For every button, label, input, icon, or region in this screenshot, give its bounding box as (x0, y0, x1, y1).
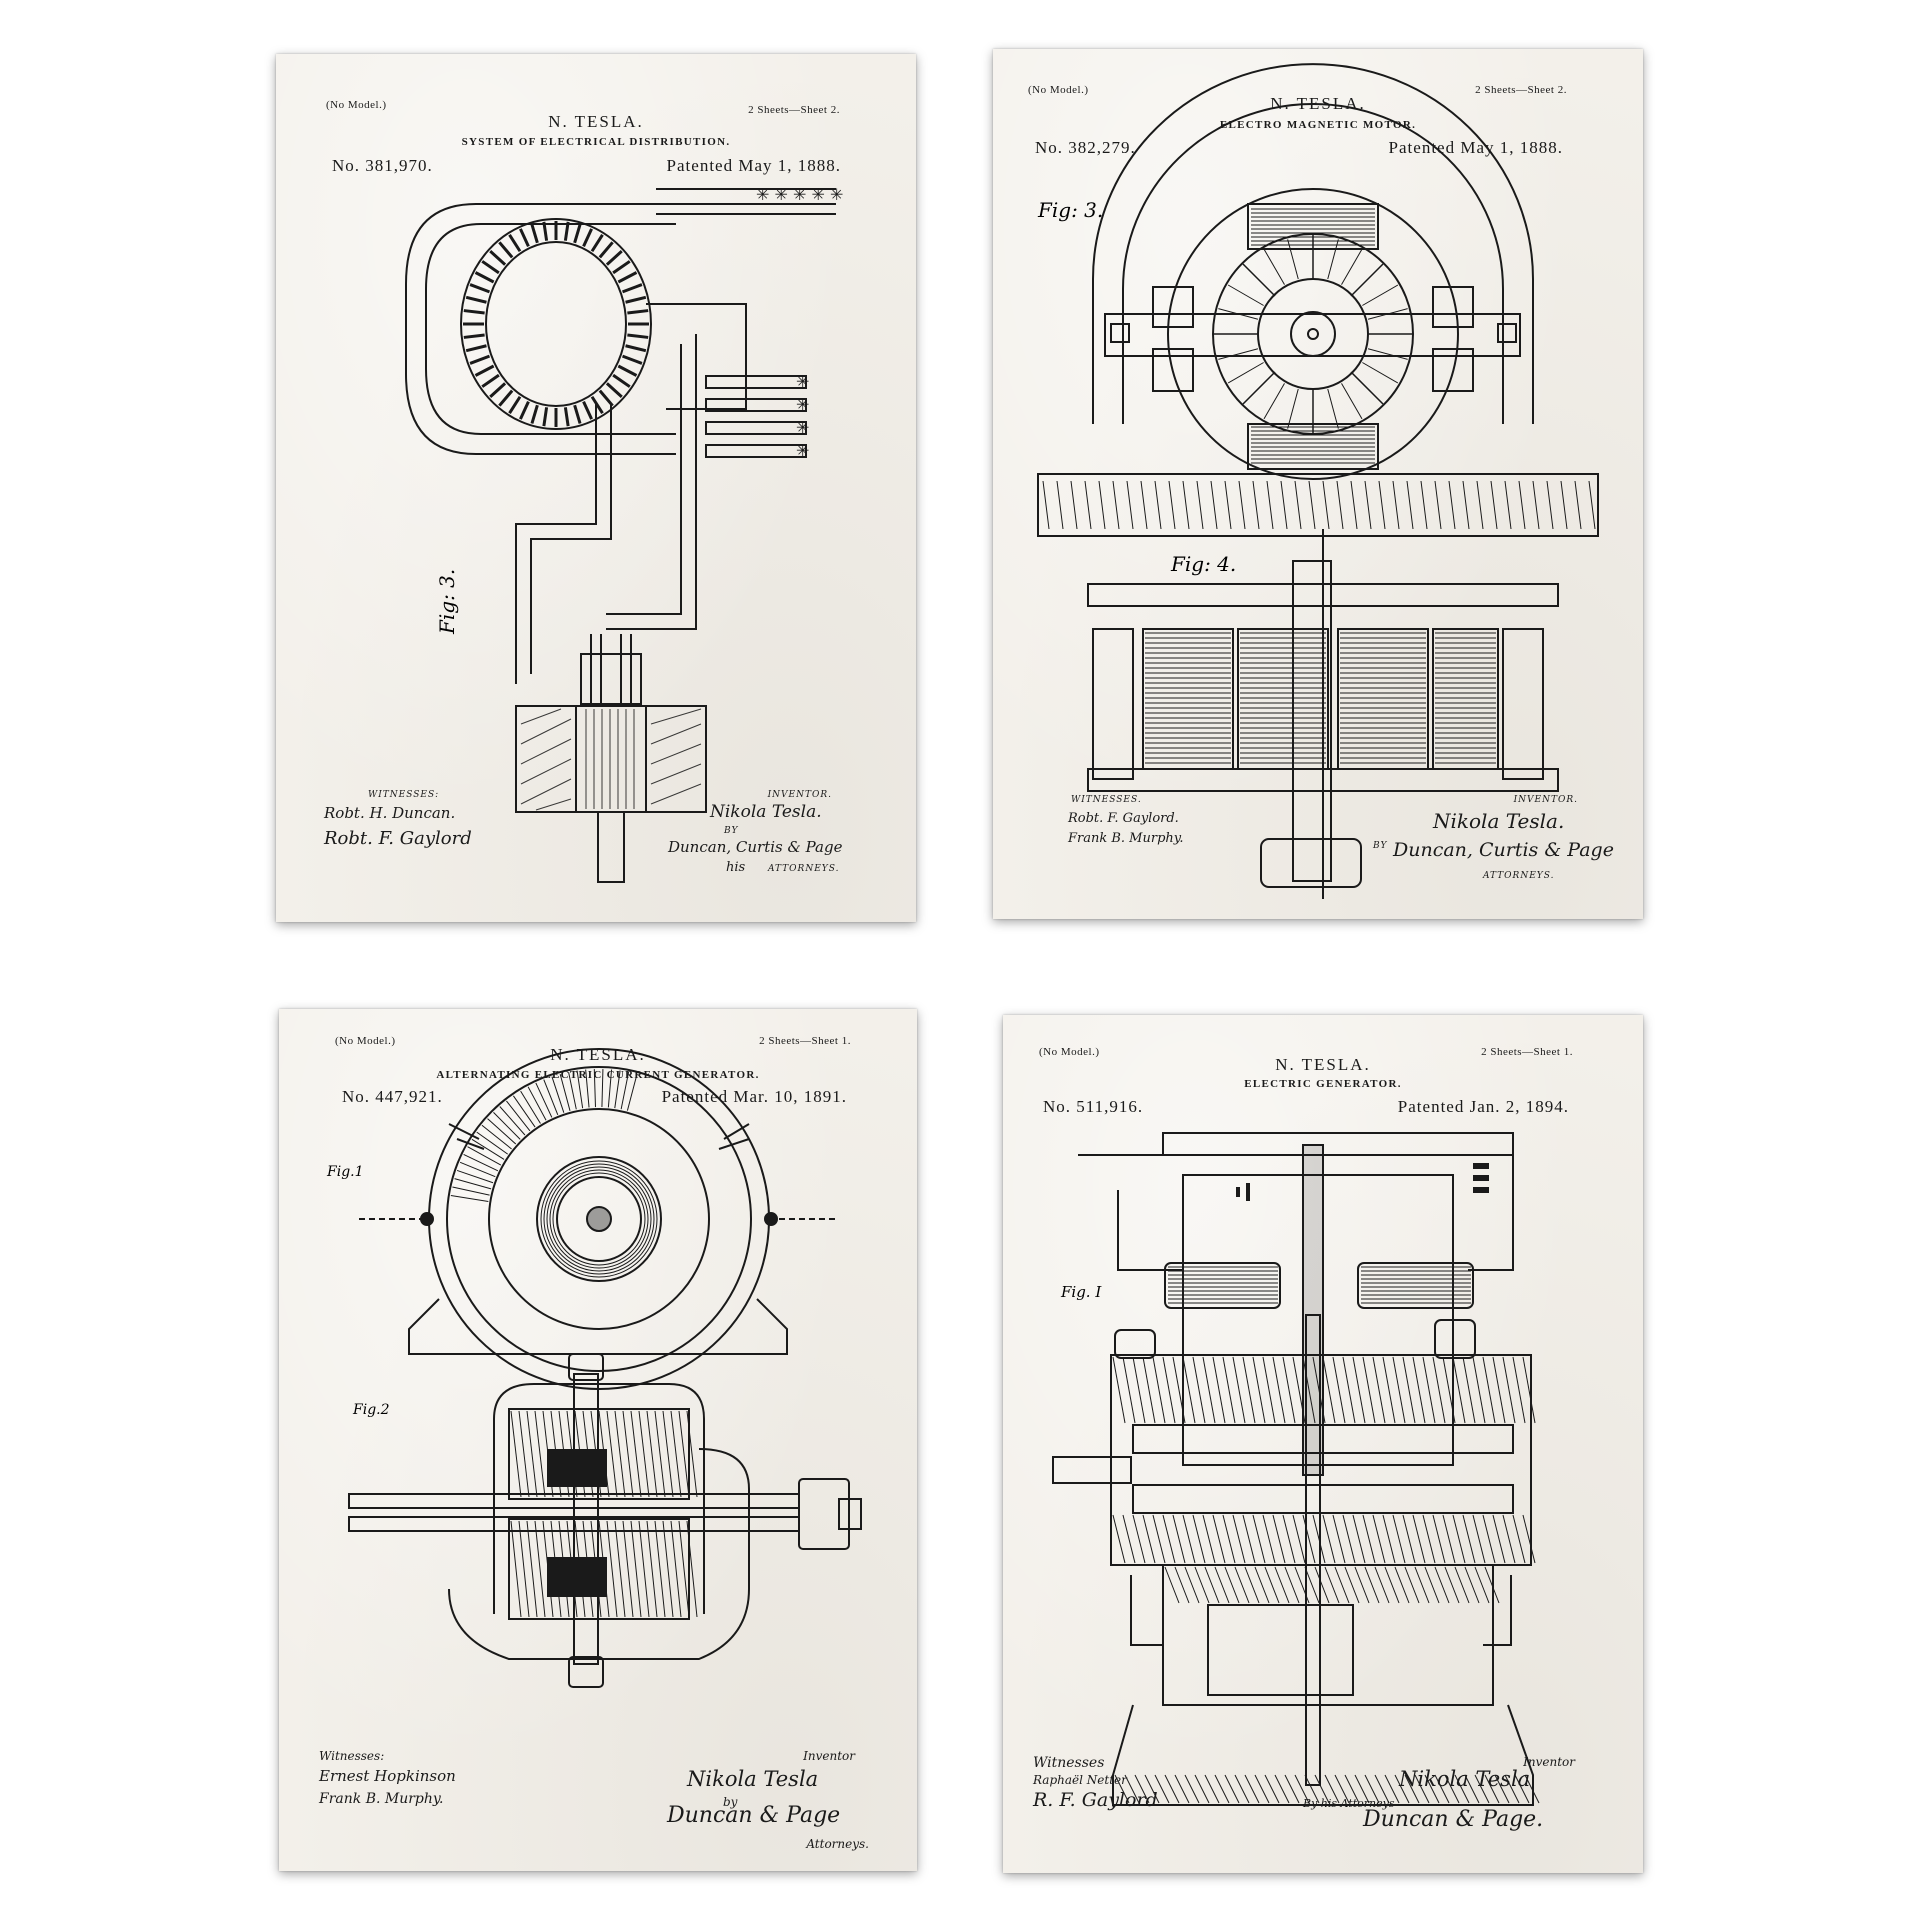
by-label: BY (1373, 841, 1388, 851)
attorneys-label: ATTORNEYS. (1483, 871, 1555, 881)
svg-text:✳ ✳ ✳ ✳ ✳: ✳ ✳ ✳ ✳ ✳ (756, 185, 843, 204)
by-label: By his Attorneys (1303, 1797, 1395, 1810)
attorneys-signature: Duncan, Curtis & Page (1393, 839, 1614, 861)
no-model-label: (No Model.) (1039, 1046, 1100, 1058)
patent-date: Patented Jan. 2, 1894. (1397, 1097, 1569, 1116)
patent-date: Patented May 1, 1888. (666, 156, 841, 175)
attorneys-label: Attorneys. (806, 1837, 869, 1851)
sheets-label: 2 Sheets—Sheet 2. (748, 104, 840, 116)
witness-signature-1: Robt. F. Gaylord. (1068, 811, 1179, 826)
figure-label: Fig. I (1060, 1283, 1102, 1301)
svg-text:✳: ✳ (796, 441, 809, 460)
inventor-caption: Inventor (803, 1749, 855, 1763)
patent-sheet-alternating-electric-current-generator: (No Model.) 2 Sheets—Sheet 1. N. TESLA. … (279, 1009, 917, 1871)
sheets-label: 2 Sheets—Sheet 1. (1481, 1046, 1573, 1058)
patent-number: No. 381,970. (332, 156, 433, 175)
figure-label: Fig: 3. (435, 569, 459, 635)
inventor-caption: Inventor (1523, 1755, 1575, 1769)
patent-number: No. 447,921. (342, 1087, 443, 1106)
sheets-label: 2 Sheets—Sheet 2. (1475, 84, 1567, 96)
figure-label: Fig.1 (326, 1164, 364, 1180)
witnesses-label: Witnesses: (319, 1749, 385, 1763)
attorneys-signature: Duncan, Curtis & Page (668, 838, 843, 856)
attorneys-signature: Duncan & Page (667, 1803, 841, 1828)
patent-date: Patented May 1, 1888. (1388, 138, 1563, 157)
witness-signature-1: Robt. H. Duncan. (324, 804, 456, 822)
inventor-caption: INVENTOR. (1513, 795, 1578, 805)
sheets-label: 2 Sheets—Sheet 1. (759, 1035, 851, 1047)
svg-text:✳: ✳ (796, 418, 809, 437)
by-label: by (723, 1795, 738, 1809)
patent-title: ALTERNATING ELECTRIC CURRENT GENERATOR. (436, 1069, 760, 1081)
patent-sheet-electro-magnetic-motor: (No Model.) 2 Sheets—Sheet 2. N. TESLA. … (993, 49, 1643, 919)
svg-text:✳: ✳ (796, 395, 809, 414)
inventor-signature: Nikola Tesla. (710, 802, 822, 822)
witness-signature-2: R. F. Gaylord (1033, 1789, 1158, 1811)
no-model-label: (No Model.) (1028, 84, 1089, 96)
patent-number: No. 511,916. (1043, 1097, 1144, 1116)
attorneys-signature: Duncan & Page. (1363, 1807, 1544, 1832)
figure-label: Fig: 3. (1037, 198, 1103, 222)
patent-title: ELECTRO MAGNETIC MOTOR. (1219, 119, 1417, 131)
figure-label-2: Fig: 4. (1170, 552, 1236, 576)
patent-title: ELECTRIC GENERATOR. (1244, 1078, 1402, 1090)
attorneys-label: ATTORNEYS. (768, 864, 840, 874)
patent-drawing: Fig. I (1052, 1132, 1540, 1806)
svg-text:✳: ✳ (796, 372, 809, 391)
witnesses-label: WITNESSES. (1071, 795, 1142, 805)
inventor-caption: INVENTOR. (767, 790, 832, 800)
witness-signature-2: Frank B. Murphy. (1068, 831, 1184, 846)
no-model-label: (No Model.) (335, 1035, 396, 1047)
by-label: BY (724, 826, 739, 836)
patent-sheet-electric-generator: (No Model.) 2 Sheets—Sheet 1. N. TESLA. … (1003, 1015, 1643, 1873)
patent-drawing: ✳ ✳ ✳ ✳ ✳ ✳ ✳ ✳ ✳ Fig: 3. (405, 185, 843, 883)
witness-signature-1: Raphaël Netter (1033, 1773, 1127, 1787)
witnesses-label: Witnesses (1033, 1755, 1105, 1771)
his-label: his (726, 860, 746, 875)
patent-drawing: Fig: 3. Fig: 4. (1037, 63, 1599, 899)
patent-drawing: Fig.1 Fig.2 (326, 1048, 862, 1688)
inventor-name: N. TESLA. (548, 112, 644, 131)
patent-date: Patented Mar. 10, 1891. (661, 1087, 847, 1106)
no-model-label: (No Model.) (326, 99, 387, 111)
patent-title: SYSTEM OF ELECTRICAL DISTRIBUTION. (461, 136, 731, 148)
figure-label-2: Fig.2 (352, 1402, 390, 1418)
witnesses-label: WITNESSES: (368, 790, 440, 800)
witness-signature-2: Robt. F. Gaylord (324, 828, 472, 849)
patent-sheet-system-of-electrical-distribution: (No Model.) 2 Sheets—Sheet 2. N. TESLA. … (276, 54, 916, 922)
inventor-name: N. TESLA. (1275, 1055, 1371, 1074)
patent-number: No. 382,279. (1035, 138, 1136, 157)
inventor-signature: Nikola Tesla. (1433, 809, 1565, 833)
inventor-signature: Nikola Tesla (1399, 1767, 1531, 1791)
inventor-signature: Nikola Tesla (687, 1767, 819, 1791)
witness-signature-2: Frank B. Murphy. (319, 1791, 444, 1807)
witness-signature-1: Ernest Hopkinson (319, 1767, 456, 1785)
